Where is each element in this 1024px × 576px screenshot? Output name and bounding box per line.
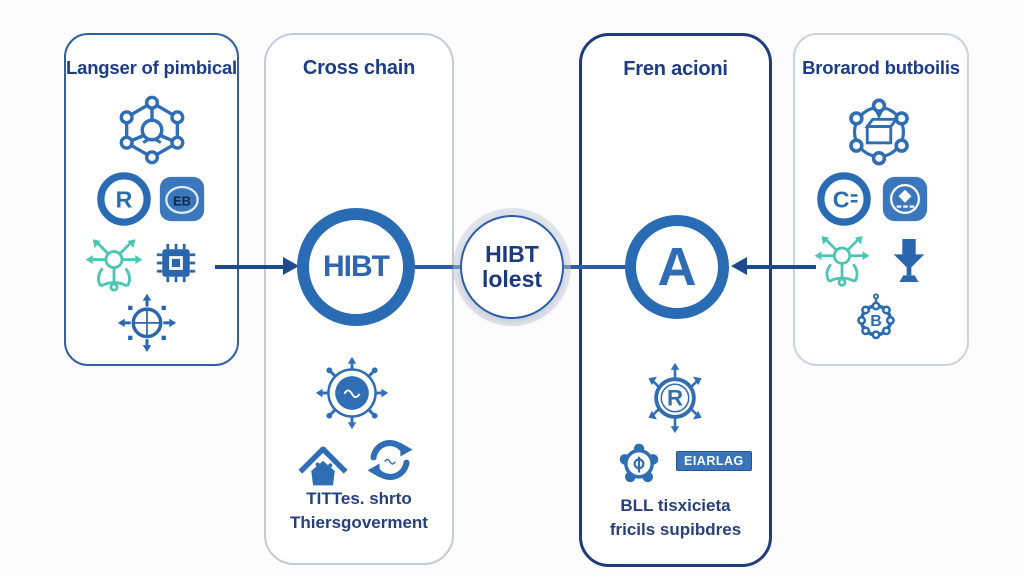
expand-arrows-icon bbox=[83, 233, 145, 295]
caption-line-2: fricils supibdres bbox=[609, 519, 742, 539]
caption-line-1: TITTes. shrto bbox=[306, 489, 412, 508]
caption-line-2: Thiersgoverment bbox=[290, 512, 428, 532]
connector-center-a bbox=[563, 265, 626, 269]
home-icon bbox=[294, 439, 352, 490]
center-node-line2: lolest bbox=[481, 266, 543, 292]
r-gear-badge-icon: R bbox=[639, 362, 711, 434]
flag-badge: EIARLAG bbox=[676, 451, 752, 471]
panel-caption: TITTes. shrto Thiersgoverment bbox=[266, 487, 452, 535]
panel-title: Langser of pimbical bbox=[66, 57, 237, 78]
cpu-chip-icon bbox=[155, 242, 197, 284]
badge-letter: R bbox=[667, 386, 683, 411]
radial-arrows-icon bbox=[315, 356, 389, 430]
badge-letter: B bbox=[870, 313, 882, 330]
b-gear-badge-icon: B bbox=[848, 288, 904, 348]
arrow-line-right bbox=[746, 265, 816, 269]
arrow-left-icon bbox=[731, 257, 747, 275]
app-tile-icon bbox=[881, 175, 929, 223]
badge-letter: C bbox=[833, 187, 850, 213]
panel-caption: BLL tisxicieta fricils supibdres bbox=[582, 494, 769, 542]
connector-hibt-center bbox=[413, 265, 461, 269]
panel-title: Cross chain bbox=[302, 57, 416, 79]
globe-arrows-icon bbox=[117, 292, 177, 352]
center-node-line1: HIBT bbox=[485, 241, 539, 268]
sync-arrows-icon bbox=[364, 434, 416, 486]
tile-label: EB bbox=[173, 193, 191, 208]
panel-protocols: Brorarod butboilis C bbox=[793, 33, 969, 366]
eb-tile-icon: EB bbox=[158, 175, 206, 223]
panel-title: Fren acioni bbox=[623, 58, 728, 80]
expand-arrows-icon bbox=[812, 230, 872, 290]
c-circle-badge-icon: C bbox=[817, 172, 871, 226]
hibt-node: HIBT bbox=[297, 208, 415, 326]
caption-line-1: BLL tisxicieta bbox=[620, 496, 731, 515]
gear-icon bbox=[611, 434, 667, 490]
arrow-line-left bbox=[215, 265, 284, 269]
download-icon bbox=[888, 236, 930, 286]
a-node: A bbox=[625, 215, 729, 319]
panel-title: Brorarod butboilis bbox=[802, 57, 960, 78]
center-node: HIBT lolest bbox=[460, 215, 564, 319]
a-node-label: A bbox=[657, 237, 697, 297]
panel-ledger: Langser of pimbical R bbox=[64, 33, 239, 366]
arrow-right-icon bbox=[283, 257, 299, 275]
badge-letter: R bbox=[116, 187, 133, 213]
network-graph-icon bbox=[113, 91, 191, 169]
network-box-icon bbox=[841, 94, 917, 170]
hibt-node-label: HIBT bbox=[323, 250, 390, 283]
r-circle-badge-icon: R bbox=[97, 172, 151, 226]
